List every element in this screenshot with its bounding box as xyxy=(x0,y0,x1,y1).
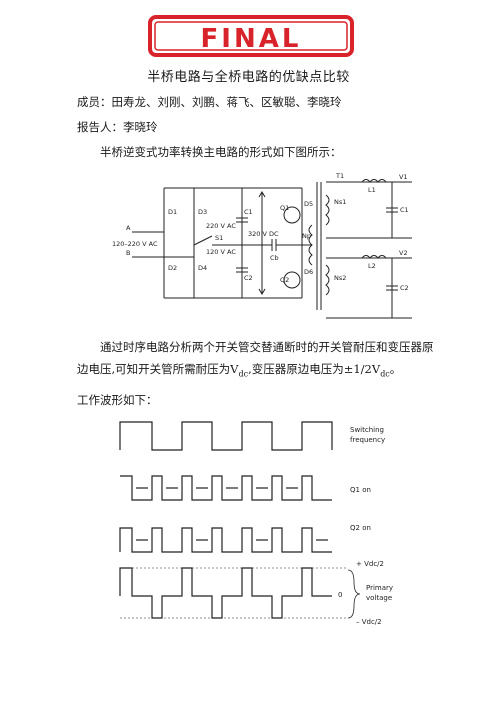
label-vneg: – Vdc/2 xyxy=(356,618,382,626)
half-bridge-circuit: A B 120–220 V AC D1 D2 D3 D4 220 V AC S1… xyxy=(112,172,412,319)
label-c1-out: C1 xyxy=(400,206,409,214)
label-cb: Cb xyxy=(270,254,279,262)
label-frequency: frequency xyxy=(350,436,385,444)
label-vpos: + Vdc/2 xyxy=(356,560,384,568)
label-v220: 220 V AC xyxy=(206,222,236,230)
label-v2: V2 xyxy=(399,249,408,257)
label-q1: Q1 xyxy=(280,204,289,212)
label-voltage: voltage xyxy=(366,594,392,602)
label-l1: L1 xyxy=(368,186,376,194)
label-l2: L2 xyxy=(368,262,376,270)
analysis-paragraph: 通过时序电路分析两个开关管交替通断时的开关管耐压和变压器原边电压,可知开关管所需… xyxy=(77,340,434,379)
waveform-diagram: Switching frequency Q1 on Q2 on + Vdc/2 … xyxy=(119,421,393,626)
label-vdc: 320 V DC xyxy=(248,230,279,238)
label-v120: 120 V AC xyxy=(206,248,236,256)
label-d3: D3 xyxy=(198,208,207,216)
label-zero: 0 xyxy=(338,591,342,599)
label-c2: C2 xyxy=(244,274,253,282)
label-c1: C1 xyxy=(244,208,253,216)
members-line: 成员：田寿龙、刘刚、刘鹏、蒋飞、区敏聪、李晓玲 xyxy=(77,95,342,109)
label-np: Np xyxy=(302,232,311,240)
label-switching: Switching xyxy=(350,426,384,434)
label-t1: T1 xyxy=(335,172,344,180)
reporter-line: 报告人：李晓玲 xyxy=(77,120,158,134)
stamp-text: FINAL xyxy=(201,24,302,54)
label-d1: D1 xyxy=(168,208,177,216)
label-d2: D2 xyxy=(168,264,177,272)
label-q2-on: Q2 on xyxy=(350,524,371,532)
label-d5: D5 xyxy=(304,200,313,208)
label-q2: Q2 xyxy=(280,276,289,284)
label-d4: D4 xyxy=(198,264,207,272)
label-b: B xyxy=(126,249,130,257)
waveform-intro: 工作波形如下： xyxy=(77,393,158,407)
label-a: A xyxy=(126,224,131,232)
label-ns1: Ns1 xyxy=(334,198,346,206)
label-d6: D6 xyxy=(304,268,313,276)
intro-line: 半桥逆变式功率转换主电路的形式如下图所示： xyxy=(100,145,342,159)
final-stamp: FINAL xyxy=(148,15,354,57)
label-primary: Primary xyxy=(366,584,393,592)
label-q1-on: Q1 on xyxy=(350,486,371,494)
label-input: 120–220 V AC xyxy=(112,240,158,248)
label-s1: S1 xyxy=(215,234,223,242)
label-c2-out: C2 xyxy=(400,284,409,292)
label-ns2: Ns2 xyxy=(334,274,346,282)
page-title: 半桥电路与全桥电路的优缺点比较 xyxy=(147,70,350,85)
label-v1: V1 xyxy=(399,173,408,181)
